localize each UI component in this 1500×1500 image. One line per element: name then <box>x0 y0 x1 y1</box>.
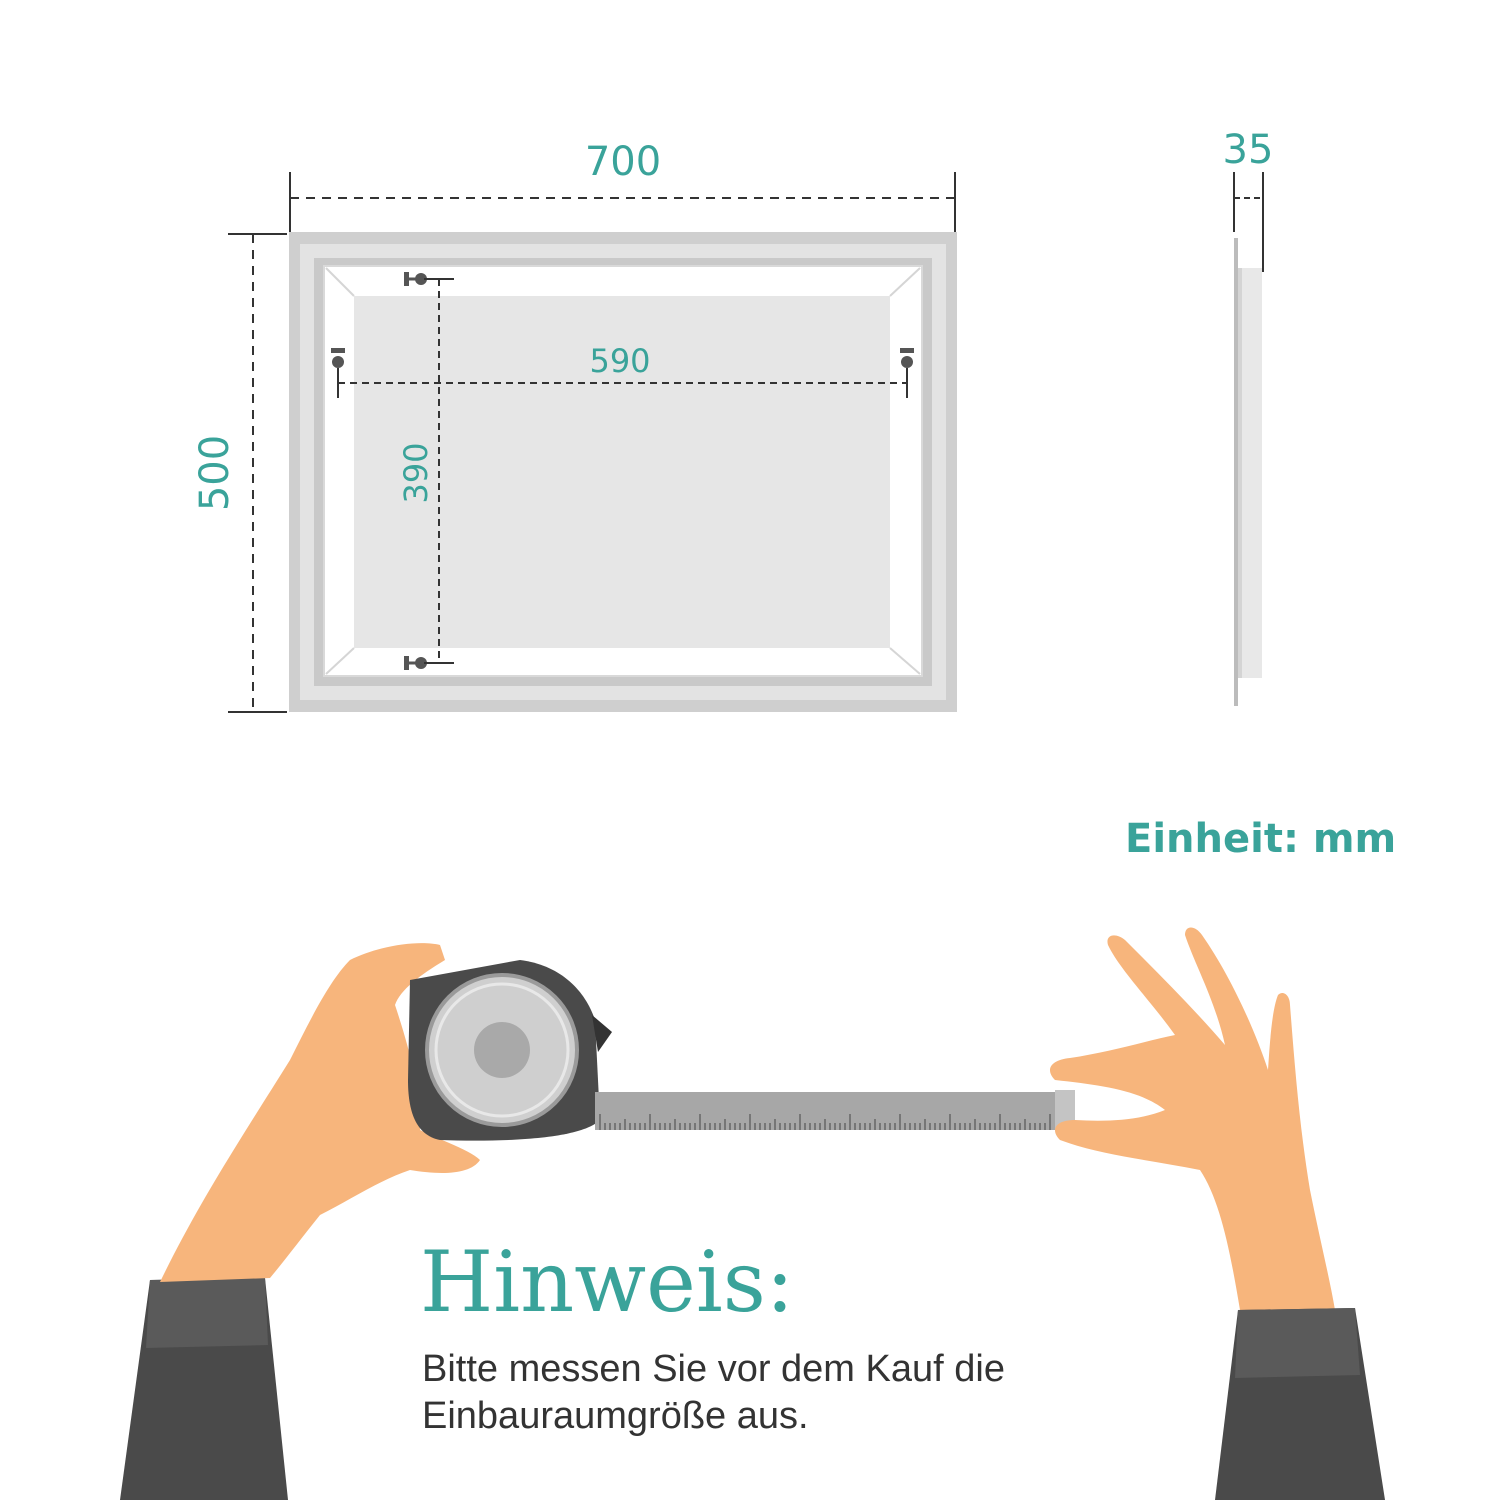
left-hand <box>160 943 480 1282</box>
depth-dimension <box>1233 172 1264 272</box>
measuring-tape-illustration <box>120 927 1385 1500</box>
right-hand <box>1050 927 1335 1310</box>
unit-label: Einheit: mm <box>1125 816 1397 862</box>
height-label: 500 <box>192 435 238 511</box>
tape-blade <box>595 1092 1060 1130</box>
depth-label: 35 <box>1223 127 1274 173</box>
hint-title: Hinweis: <box>420 1233 795 1331</box>
hint-text: Bitte messen Sie vor dem Kauf die Einbau… <box>422 1348 1005 1437</box>
mirror-side-view <box>1234 238 1262 706</box>
width-label: 700 <box>585 139 661 185</box>
horizontal-hole-spacing-dimension <box>337 368 908 398</box>
vertical-hole-spacing-dimension <box>424 278 454 664</box>
mounting-hole-icon <box>331 272 914 670</box>
mirror-glass <box>354 296 890 648</box>
width-dimension <box>289 172 956 232</box>
height-dimension <box>228 233 287 713</box>
horizontal-hole-spacing-label: 590 <box>589 342 650 380</box>
vertical-hole-spacing-label: 390 <box>397 442 435 503</box>
